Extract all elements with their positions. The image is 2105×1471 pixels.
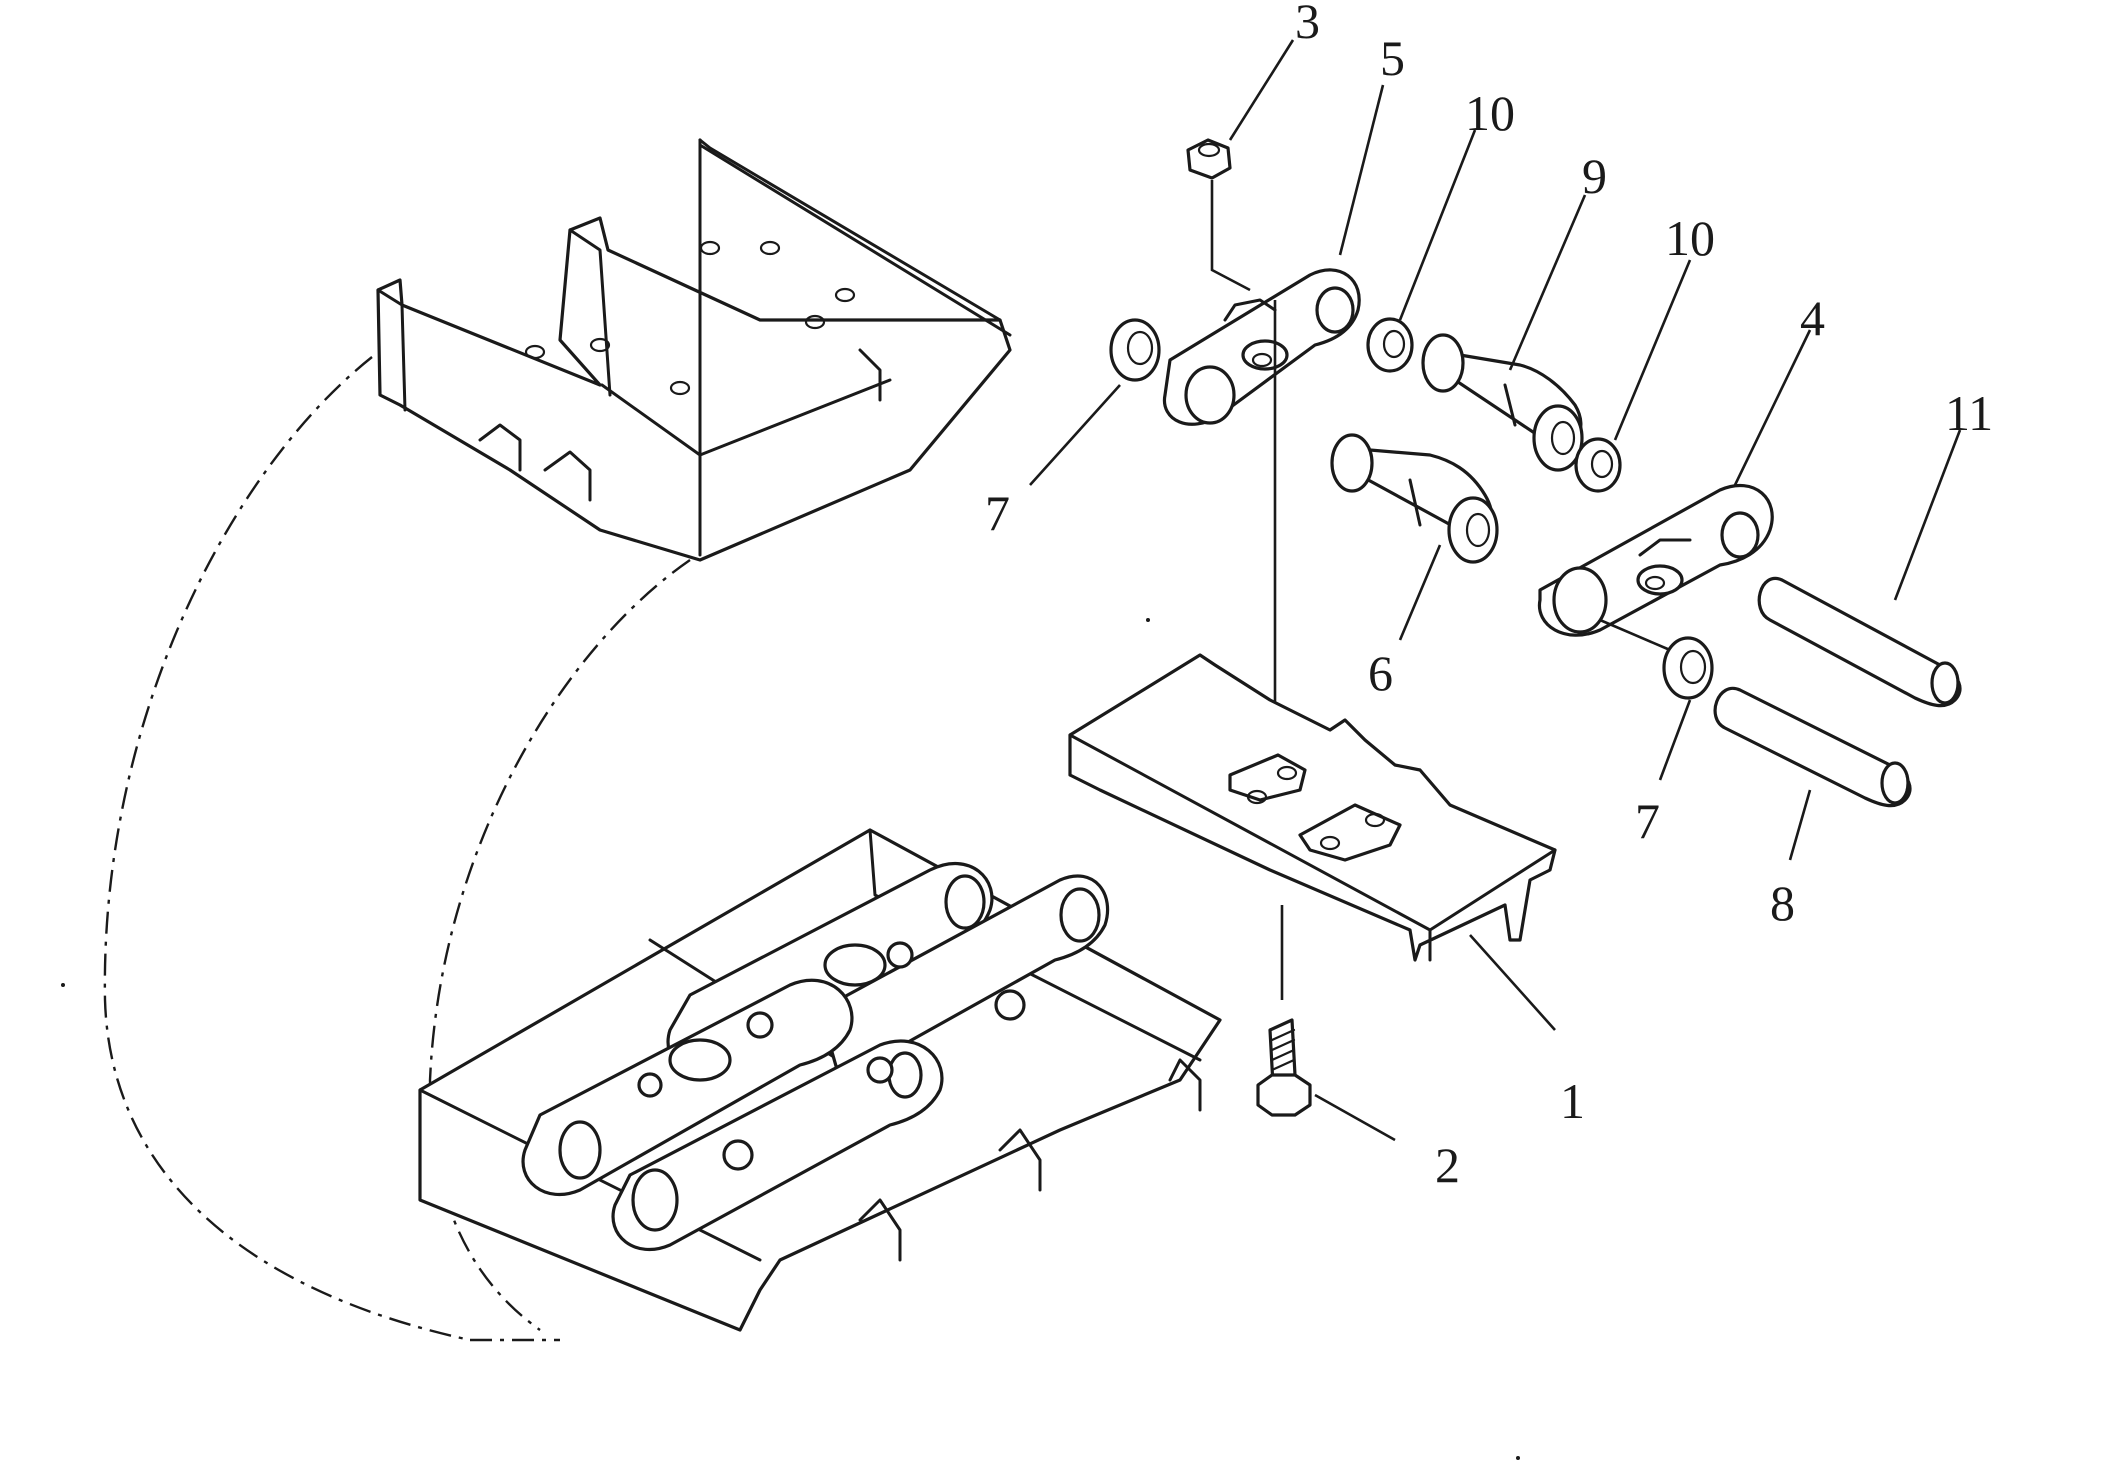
part-10-seal-right [1574, 437, 1622, 493]
part-8-pin [1713, 686, 1912, 808]
leader-lines [1029, 39, 1962, 861]
scan-speck [1146, 618, 1150, 622]
callout-3: 3 [1295, 0, 1320, 49]
callout-6: 6 [1368, 645, 1393, 701]
part-3-nut [1186, 138, 1251, 292]
callout-9: 9 [1582, 148, 1607, 204]
scan-speck [61, 983, 65, 987]
part-7-washer-lower [1662, 636, 1714, 700]
callout-10-right: 10 [1665, 210, 1715, 266]
callout-numbers: 3 5 10 9 10 4 11 7 6 7 8 1 2 [985, 0, 1993, 1193]
callout-1: 1 [1560, 1073, 1585, 1129]
part-9-bushing [1421, 333, 1584, 472]
upper-track-shoe [376, 138, 1012, 562]
part-7-washer-upper [1109, 318, 1161, 382]
callout-10-left: 10 [1465, 85, 1515, 141]
callout-7-upper: 7 [985, 485, 1010, 541]
callout-2: 2 [1435, 1137, 1460, 1193]
callout-8: 8 [1770, 875, 1795, 931]
callout-11: 11 [1945, 385, 1993, 441]
part-2-bolt [1256, 905, 1396, 1142]
part-10-seal-left [1366, 317, 1414, 373]
part-6-bushing [1330, 433, 1499, 564]
callout-5: 5 [1380, 30, 1405, 86]
part-1-track-shoe [1068, 653, 1557, 1031]
part-5-master-link [1162, 268, 1361, 750]
track-loop-phantom-outline [103, 356, 691, 1342]
part-4-master-link [1537, 483, 1774, 652]
lower-track-shoe-with-links [418, 828, 1222, 1332]
callout-7-lower: 7 [1635, 793, 1660, 849]
part-11-pin [1757, 576, 1962, 708]
callout-4: 4 [1800, 290, 1825, 346]
scan-speck [1516, 1456, 1520, 1460]
